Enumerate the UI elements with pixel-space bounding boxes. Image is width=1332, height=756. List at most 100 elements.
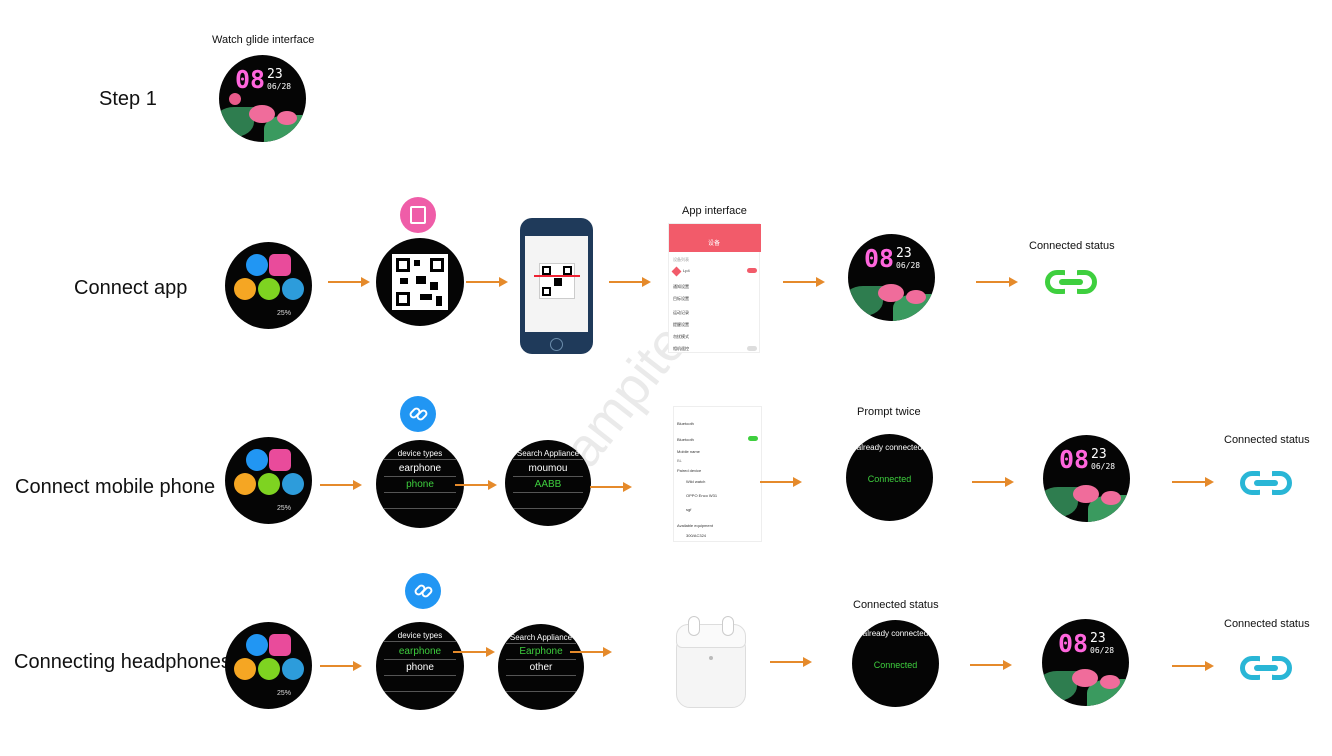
watch-hour: 08 — [864, 244, 895, 273]
connected-status-caption-phone: Connected status — [1224, 434, 1310, 446]
phone-scanning-qr — [520, 218, 593, 354]
link-icon-green — [1045, 268, 1097, 296]
battery-text: 25% — [277, 505, 292, 512]
watch-minute: 23 — [1090, 631, 1106, 646]
arrow — [609, 276, 651, 288]
bt-mobile-name-label: Mobile name — [677, 449, 700, 454]
app-row: Lp4 — [683, 268, 690, 273]
arrow — [1172, 476, 1214, 488]
arrow — [455, 479, 497, 491]
battery-text: 25% — [277, 310, 292, 317]
bt-header: Bluetooth — [677, 421, 694, 426]
already-connected-text: already connected — [856, 443, 923, 452]
arrow — [972, 476, 1014, 488]
connected-status-caption-hp-prompt: Connected status — [853, 599, 939, 611]
app-interface-caption: App interface — [682, 205, 747, 217]
arrow — [320, 479, 362, 491]
device-types-watch-phone: device types earphone phone — [376, 440, 464, 528]
app-row: 设备列表 — [673, 257, 689, 262]
watch-minute: 23 — [896, 246, 912, 261]
watch-glide-caption: Watch glide interface — [212, 34, 315, 46]
earbuds-case-image — [676, 616, 746, 708]
watch-date: 06/28 — [267, 82, 292, 91]
arrow — [466, 276, 508, 288]
search-appliance-watch-phone: Search Appliance moumou AABB — [505, 440, 591, 526]
watch-face-row4: 08 23 06/28 — [1042, 619, 1129, 706]
list-item-earphone[interactable]: Earphone — [519, 646, 563, 657]
app-row: 勿扰模式 — [673, 334, 689, 339]
watch-date: 06/28 — [1091, 462, 1116, 471]
app-row: 通知设置 — [673, 284, 689, 289]
bt-paired-item[interactable]: sgf — [686, 507, 692, 512]
app-row: 相机遥控 — [673, 346, 689, 351]
arrow — [760, 476, 802, 488]
arrow — [976, 276, 1018, 288]
step-1-label: Step 1 — [99, 88, 157, 110]
arrow — [783, 276, 825, 288]
connect-app-label: Connect app — [74, 277, 188, 299]
prompt-twice-caption: Prompt twice — [857, 406, 921, 418]
watch-minute: 23 — [1091, 447, 1107, 462]
qr-app-icon — [400, 197, 436, 233]
arrow — [320, 660, 362, 672]
link-app-icon — [400, 396, 436, 432]
app-row: 提醒设置 — [673, 322, 689, 327]
connect-mobile-phone-label: Connect mobile phone — [15, 476, 216, 498]
list-item-phone[interactable]: phone — [406, 479, 434, 490]
device-types-watch-headphone: device types earphone phone — [376, 622, 464, 710]
list-item-phone[interactable]: phone — [406, 662, 434, 673]
arrow — [328, 276, 370, 288]
list-item-moumou[interactable]: moumou — [528, 463, 568, 474]
watch-face-row3: 08 23 06/28 — [1043, 435, 1130, 522]
arrow — [453, 646, 495, 658]
link-icon-cyan — [1240, 469, 1292, 497]
bt-paired-label: Paired device — [677, 468, 702, 473]
app-screen: 设备 设备列表 Lp4 通知设置 目标设置 运动记录 提醒设置 勿扰模式 相机遥… — [668, 223, 761, 353]
list-item-earphone[interactable]: earphone — [398, 463, 442, 474]
list-title: device types — [397, 449, 443, 458]
list-title: Search Appliance — [516, 449, 580, 458]
list-item-earphone[interactable]: earphone — [398, 646, 442, 657]
app-grid-watch-row3: 25% — [225, 437, 312, 524]
list-item-aabb[interactable]: AABB — [534, 479, 562, 490]
bt-mobile-name: BL — [677, 458, 682, 463]
qr-code-watch — [376, 238, 464, 326]
connecting-headphones-label: Connecting headphones — [14, 651, 231, 673]
app-row: 运动记录 — [673, 310, 689, 315]
arrow — [1172, 660, 1214, 672]
bt-paired-item[interactable]: OPPO Enco W31 — [686, 493, 718, 498]
link-icon-cyan — [1240, 654, 1292, 682]
app-grid-watch-row2: 25% — [225, 242, 312, 329]
link-app-icon — [405, 573, 441, 609]
list-item-other[interactable]: other — [529, 662, 553, 673]
watch-face-step1: 08 23 06/28 — [219, 55, 306, 142]
connected-text: Connected — [867, 474, 912, 484]
arrow — [590, 481, 632, 493]
arrow — [770, 656, 812, 668]
app-row: 目标设置 — [673, 296, 689, 301]
already-connected-watch-phone: already connected Connected — [846, 434, 933, 521]
watch-hour: 08 — [1058, 629, 1089, 658]
bt-paired-item[interactable]: Wild watch — [686, 479, 706, 484]
bluetooth-settings-screen: Bluetooth Bluetooth Mobile name BL Paire… — [673, 406, 762, 542]
watch-face-row2: 08 23 06/28 — [848, 234, 935, 321]
app-screen-header: 设备 — [707, 241, 720, 247]
list-title: device types — [397, 631, 443, 640]
watch-hour: 08 — [235, 65, 266, 94]
bt-available-label: Available equipment — [677, 523, 713, 528]
search-appliance-watch-headphone: Search Appliance Earphone other — [498, 624, 584, 710]
battery-text: 25% — [277, 690, 292, 697]
arrow — [570, 646, 612, 658]
list-title: Search Appliance — [509, 633, 573, 642]
bt-label: Bluetooth — [677, 437, 694, 442]
bt-available-item[interactable]: 300/AC324 — [686, 533, 707, 538]
connected-text: Connected — [873, 660, 918, 670]
watch-date: 06/28 — [896, 261, 921, 270]
arrow — [970, 659, 1012, 671]
connected-status-caption-hp: Connected status — [1224, 618, 1310, 630]
connected-status-caption-app: Connected status — [1029, 240, 1115, 252]
watch-date: 06/28 — [1090, 646, 1115, 655]
app-grid-watch-row4: 25% — [225, 622, 312, 709]
watch-hour: 08 — [1059, 445, 1090, 474]
already-connected-text: already connected — [862, 629, 929, 638]
